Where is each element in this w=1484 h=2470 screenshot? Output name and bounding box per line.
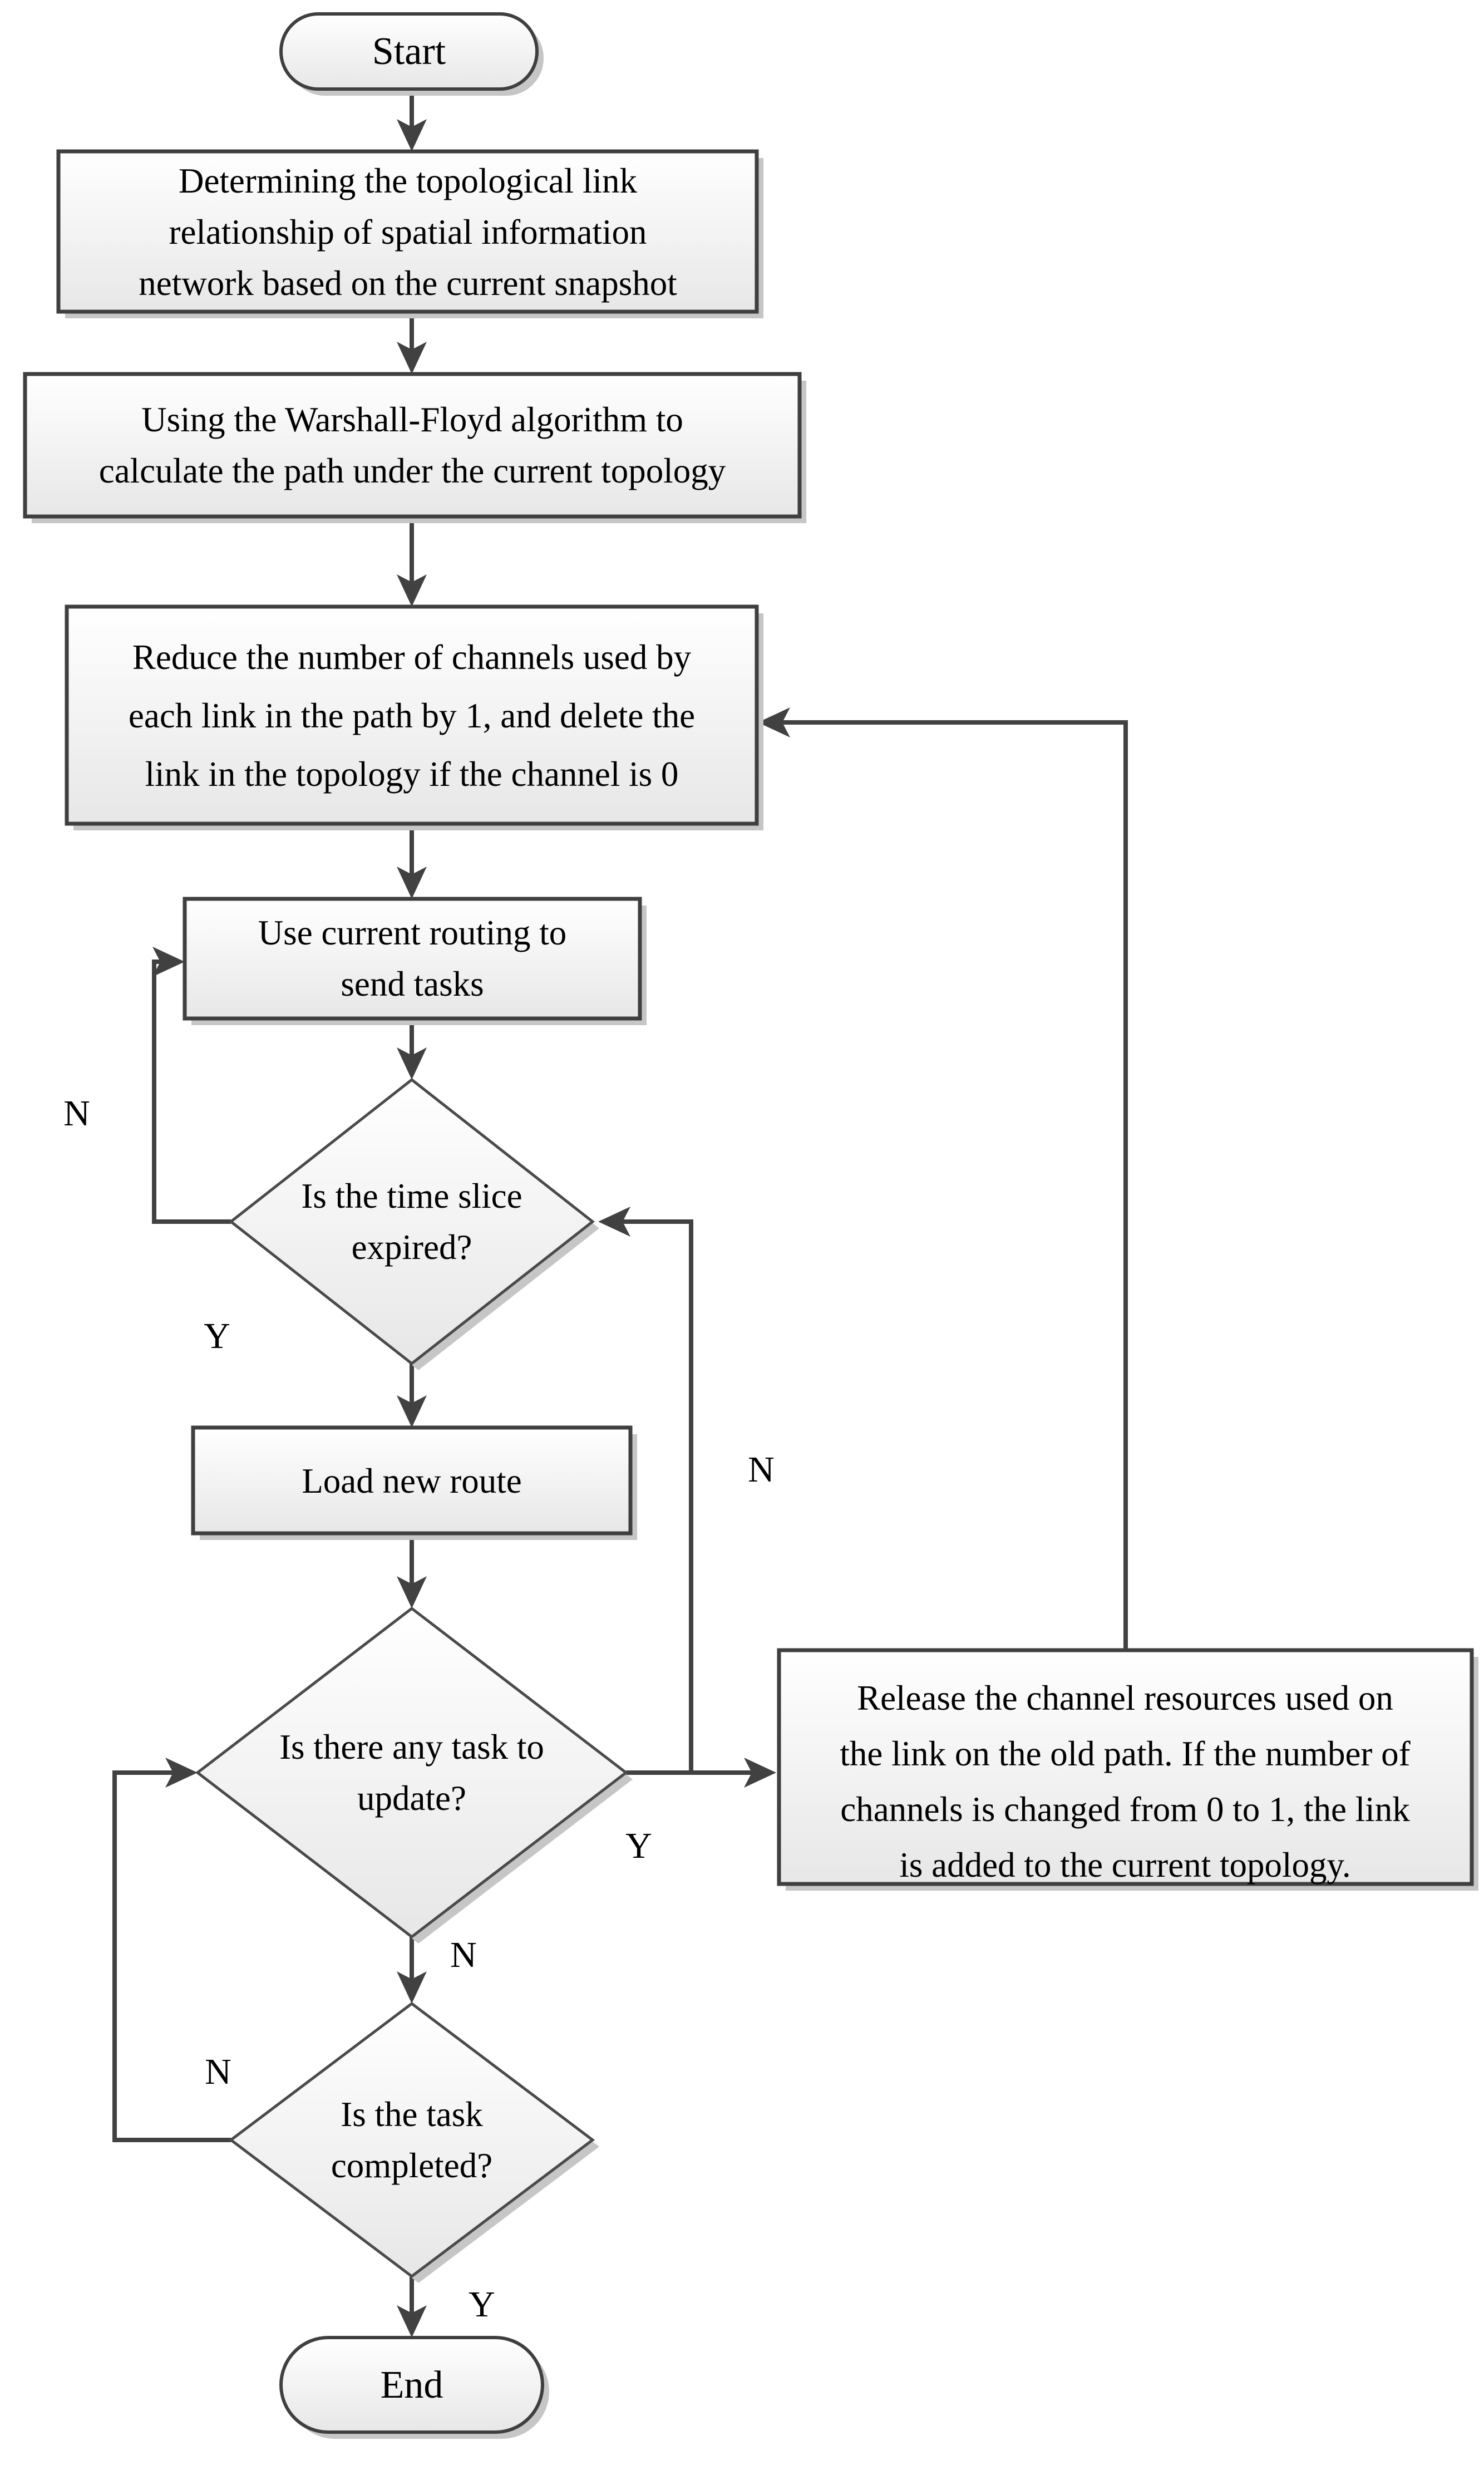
arrowhead-determine-warshall — [397, 342, 427, 374]
node-start: Start — [279, 12, 544, 96]
load-new-route-label: Load new route — [302, 1462, 521, 1500]
use-current-routing-line1: Use current routing to — [258, 913, 567, 952]
edge-release-reduce — [781, 720, 1128, 1650]
arrowhead-taskupdate-no-down — [397, 1971, 427, 2004]
release-channels-line2: the link on the old path. If the number … — [840, 1734, 1410, 1773]
reduce-channels-line2: each link in the path by 1, and delete t… — [129, 696, 695, 735]
arrowhead-taskcompleted-no-loop — [165, 1758, 198, 1788]
warshall-floyd-line2: calculate the path under the current top… — [99, 451, 726, 490]
warshall-floyd-line1: Using the Warshall-Floyd algorithm to — [141, 400, 683, 439]
warshall-floyd-shape — [23, 372, 802, 519]
arrowhead-warshall-reduce — [397, 574, 427, 607]
release-channels-line1: Release the channel resources used on — [857, 1679, 1393, 1718]
edge-taskcompleted-no-loop — [112, 1770, 231, 2142]
arrowhead-start-determine — [397, 119, 427, 151]
label-taskupdate-no-down: N — [450, 1935, 477, 1975]
label-timeslice-yes: Y — [204, 1316, 230, 1356]
arrowhead-release-reduce — [758, 707, 790, 737]
end-shape — [279, 2336, 544, 2434]
determine-topology-line3: network based on the current snapshot — [139, 264, 677, 303]
task-completed-shape — [228, 2001, 595, 2279]
label-taskupdate-no-up: N — [748, 1449, 775, 1490]
node-load-new-route: Load new route — [191, 1425, 637, 1540]
edge-labels: N Y N Y N N Y — [63, 1093, 775, 2325]
reduce-channels-line3: link in the topology if the channel is 0 — [145, 755, 679, 794]
node-task-to-update: Is there any task to update? — [195, 1606, 633, 1943]
arrowhead-load-taskupdate — [397, 1576, 427, 1608]
arrowhead-reduce-routing — [397, 867, 427, 899]
use-current-routing-line2: send tasks — [341, 965, 484, 1003]
time-slice-line1: Is the time slice — [301, 1177, 522, 1216]
node-release-channels: Release the channel resources used on th… — [777, 1648, 1478, 1891]
task-completed-line2: completed? — [331, 2146, 492, 2185]
release-channels-line4: is added to the current topology. — [899, 1846, 1350, 1885]
node-reduce-channels: Reduce the number of channels used by ea… — [65, 604, 763, 830]
task-to-update-line1: Is there any task to — [279, 1728, 544, 1767]
reduce-channels-line1: Reduce the number of channels used by — [132, 638, 692, 677]
label-taskcompleted-yes: Y — [469, 2284, 495, 2325]
edge-taskupdate-no-up — [622, 1219, 693, 1773]
start-shape — [279, 12, 539, 91]
label-timeslice-no: N — [63, 1093, 90, 1134]
arrowhead-taskupdate-yes-release — [744, 1758, 776, 1788]
determine-topology-line2: relationship of spatial information — [169, 213, 647, 252]
edge-timeslice-no-loop — [152, 960, 231, 1224]
arrowhead-taskcompleted-yes-end — [397, 2305, 427, 2338]
label-taskcompleted-no: N — [205, 2051, 231, 2092]
end-label: End — [381, 2364, 443, 2407]
determine-topology-shape — [56, 149, 759, 314]
task-to-update-line2: update? — [357, 1779, 466, 1818]
label-taskupdate-yes: Y — [625, 1826, 652, 1866]
time-slice-line2: expired? — [352, 1228, 472, 1267]
task-to-update-shape — [195, 1606, 629, 1939]
arrowhead-taskupdate-no-up — [598, 1207, 630, 1237]
arrowhead-timeslice-yes-load — [397, 1395, 427, 1428]
release-channels-line3: channels is changed from 0 to 1, the lin… — [840, 1790, 1410, 1829]
release-channels-shape — [777, 1648, 1474, 1886]
node-time-slice-expired: Is the time slice expired? — [228, 1077, 599, 1370]
node-end: End — [279, 2336, 549, 2439]
reduce-channels-shape — [65, 604, 759, 826]
node-use-current-routing: Use current routing to send tasks — [183, 897, 647, 1025]
connectors — [112, 88, 1128, 2338]
task-completed-line1: Is the task — [341, 2095, 483, 2134]
node-determine-topology: Determining the topological link relatio… — [56, 149, 763, 318]
node-task-completed: Is the task completed? — [228, 2001, 599, 2283]
time-slice-shape — [228, 1077, 595, 1366]
arrowhead-routing-timeslice — [397, 1047, 427, 1080]
load-new-route-shape — [191, 1425, 633, 1536]
node-warshall-floyd: Using the Warshall-Floyd algorithm to ca… — [23, 372, 806, 523]
start-label: Start — [372, 30, 446, 73]
use-current-routing-shape — [183, 897, 642, 1021]
determine-topology-line1: Determining the topological link — [179, 161, 638, 200]
arrowhead-timeslice-no-loop — [152, 947, 185, 977]
